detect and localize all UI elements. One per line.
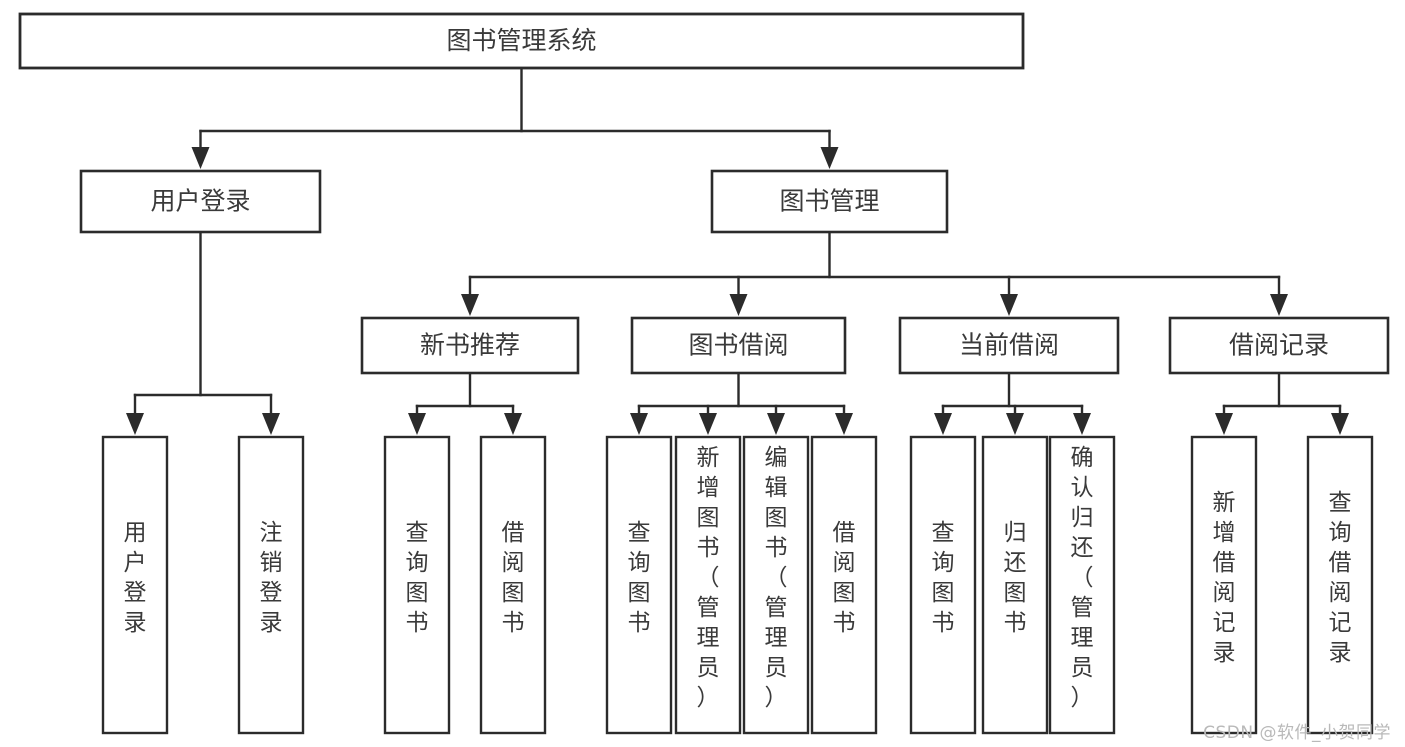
node-label: 查询图书 [628,520,651,636]
node-label: 借阅图书 [502,520,525,636]
node-box[interactable] [383,435,451,735]
node-label: 查询图书 [932,520,955,636]
node-label: 新增图书（管理员） [697,445,720,711]
node-label: 确认归还（管理员） [1071,445,1094,711]
node-label: 借阅图书 [833,520,856,636]
node-box[interactable] [981,435,1049,735]
node-label: 归还图书 [1004,520,1027,636]
node-label: 新书推荐 [420,331,520,360]
connector-group [934,371,1091,435]
node-box[interactable] [630,316,847,375]
node-l9[interactable]: 查询图书 [909,435,977,735]
node-borrow[interactable]: 图书借阅 [630,316,847,375]
node-layer: 图书管理系统用户登录图书管理新书推荐图书借阅当前借阅借阅记录用户登录注销登录查询… [18,12,1390,735]
node-box[interactable] [360,316,580,375]
node-box[interactable] [237,435,305,735]
node-label: 用户登录 [124,520,147,636]
connector-group [408,371,522,435]
node-l10[interactable]: 归还图书 [981,435,1049,735]
node-label: 图书管理系统 [446,26,596,55]
node-box[interactable] [674,435,742,735]
node-l3[interactable]: 查询图书 [383,435,451,735]
node-box[interactable] [1190,435,1258,735]
node-box[interactable] [810,435,878,735]
node-label: 借阅记录 [1229,331,1329,360]
node-box[interactable] [605,435,673,735]
connector-group [1215,371,1349,435]
node-current[interactable]: 当前借阅 [898,316,1120,375]
node-label: 当前借阅 [959,331,1059,360]
node-l4[interactable]: 借阅图书 [479,435,547,735]
node-box[interactable] [909,435,977,735]
node-label: 新增借阅记录 [1213,490,1236,666]
node-l6[interactable]: 新增图书（管理员） [674,435,742,735]
node-label: 注销登录 [260,520,283,636]
node-bookmgmt[interactable]: 图书管理 [710,169,949,234]
connector-group [191,66,839,169]
node-label: 查询借阅记录 [1329,490,1352,666]
node-login[interactable]: 用户登录 [79,169,322,234]
node-l7[interactable]: 编辑图书（管理员） [742,435,810,735]
node-newbook[interactable]: 新书推荐 [360,316,580,375]
node-l13[interactable]: 查询借阅记录 [1306,435,1374,735]
node-root[interactable]: 图书管理系统 [18,12,1025,70]
node-box[interactable] [1048,435,1116,735]
node-label: 用户登录 [150,187,250,216]
node-l8[interactable]: 借阅图书 [810,435,878,735]
node-box[interactable] [18,12,1025,70]
connector-group [461,230,1288,316]
connector-group [630,371,853,435]
node-box[interactable] [742,435,810,735]
node-l11[interactable]: 确认归还（管理员） [1048,435,1116,735]
node-l1[interactable]: 用户登录 [101,435,169,735]
node-box[interactable] [898,316,1120,375]
node-box[interactable] [1168,316,1390,375]
node-label: 编辑图书（管理员） [765,445,788,711]
node-l5[interactable]: 查询图书 [605,435,673,735]
node-box[interactable] [1306,435,1374,735]
node-label: 图书借阅 [688,331,788,360]
node-l2[interactable]: 注销登录 [237,435,305,735]
node-box[interactable] [79,169,322,234]
node-label: 查询图书 [406,520,429,636]
node-box[interactable] [479,435,547,735]
node-box[interactable] [101,435,169,735]
node-label: 图书管理 [779,187,879,216]
node-record[interactable]: 借阅记录 [1168,316,1390,375]
connector-group [126,230,280,435]
node-box[interactable] [710,169,949,234]
connector-layer [126,66,1349,435]
node-l12[interactable]: 新增借阅记录 [1190,435,1258,735]
